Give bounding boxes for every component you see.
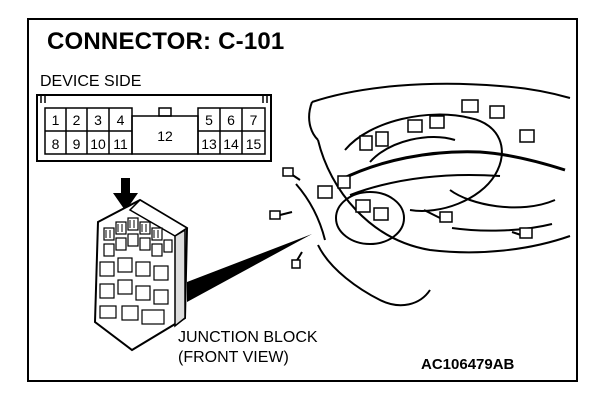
pin-3: 3 [94,112,102,128]
figure-code: AC106479AB [421,356,515,373]
pin-5: 5 [205,112,213,128]
pin-15: 15 [245,136,262,152]
front-view-label: (FRONT VIEW) [178,349,289,366]
connector-title: CONNECTOR: C-101 [47,28,285,55]
pin-12: 12 [157,128,173,144]
pin-11: 11 [113,136,128,152]
pin-14: 14 [223,136,239,152]
pin-1: 1 [51,112,60,128]
pin-7: 7 [249,112,258,128]
pin-13: 13 [201,136,217,152]
pin-8: 8 [51,136,60,152]
diagram-frame [27,18,578,382]
pin-6: 6 [227,112,235,128]
junction-block-label: JUNCTION BLOCK [178,329,318,346]
pin-2: 2 [72,112,81,128]
device-side-label: DEVICE SIDE [40,73,142,90]
pin-9: 9 [72,136,81,152]
pin-4: 4 [116,112,125,128]
pin-10: 10 [90,136,106,152]
